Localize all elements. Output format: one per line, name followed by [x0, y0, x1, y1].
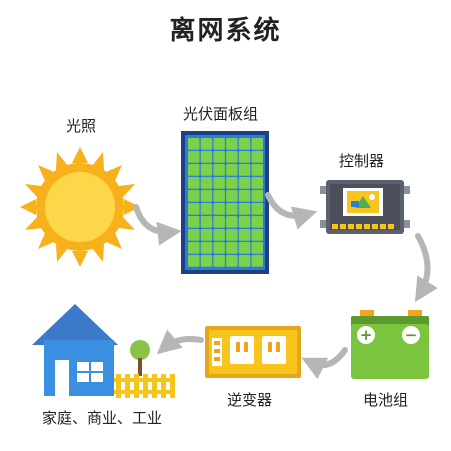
solar-cell — [251, 151, 263, 163]
solar-cell — [188, 229, 200, 241]
solar-cell — [226, 151, 238, 163]
solar-cell — [200, 203, 213, 215]
solar-cell — [213, 138, 225, 150]
solar-cell — [251, 255, 263, 267]
diagram-title: 离网系统 — [169, 16, 282, 46]
arrow-sun-to-panel — [133, 204, 182, 246]
solar-cell — [213, 229, 225, 241]
solar-cell — [251, 164, 263, 176]
solar-cell — [238, 216, 251, 228]
solar-cell — [213, 151, 225, 163]
solar-panel-icon — [181, 131, 269, 274]
battery-icon: + − — [351, 310, 429, 379]
solar-cell — [226, 216, 238, 228]
solar-cell — [188, 164, 200, 176]
solar-cell — [251, 216, 263, 228]
solar-cell — [238, 164, 251, 176]
solar-panel-label: 光伏面板组 — [183, 105, 259, 123]
solar-cell — [200, 151, 213, 163]
solar-cell — [213, 255, 225, 267]
solar-cell — [200, 164, 213, 176]
house-icon — [32, 304, 175, 398]
solar-cell — [238, 255, 251, 267]
home-label: 家庭、商业、工业 — [42, 409, 163, 427]
arrow-battery-to-inverter — [301, 347, 348, 380]
solar-cell — [226, 242, 238, 254]
solar-cell — [251, 242, 263, 254]
solar-cell — [238, 229, 251, 241]
solar-cell — [200, 229, 213, 241]
solar-cell — [226, 229, 238, 241]
solar-cell — [238, 242, 251, 254]
solar-cell — [213, 216, 225, 228]
solar-cell — [213, 203, 225, 215]
solar-cell — [188, 177, 200, 189]
solar-cell — [251, 190, 263, 202]
arrow-controller-to-battery — [414, 233, 438, 303]
solar-cell — [226, 190, 238, 202]
solar-cell — [200, 242, 213, 254]
solar-cell — [226, 177, 238, 189]
solar-cell — [238, 203, 251, 215]
inverter-icon — [205, 326, 301, 378]
solar-cell — [213, 190, 225, 202]
arrow-panel-to-controller — [265, 192, 318, 230]
battery-label: 电池组 — [363, 391, 409, 409]
solar-cell — [238, 151, 251, 163]
sunlight-label: 光照 — [66, 117, 97, 135]
solar-cell — [200, 138, 213, 150]
solar-cell — [188, 255, 200, 267]
solar-cell — [226, 203, 238, 215]
solar-cell — [226, 164, 238, 176]
solar-cell — [188, 216, 200, 228]
solar-cell — [213, 177, 225, 189]
solar-cell — [200, 255, 213, 267]
solar-cell — [200, 190, 213, 202]
svg-text:−: − — [405, 326, 418, 344]
solar-cell — [188, 138, 200, 150]
solar-cell — [188, 151, 200, 163]
solar-cell — [213, 242, 225, 254]
solar-cell — [251, 177, 263, 189]
solar-cell — [226, 138, 238, 150]
svg-text:+: + — [360, 326, 373, 344]
solar-cell — [200, 177, 213, 189]
controller-icon — [320, 180, 410, 234]
controller-label: 控制器 — [339, 152, 385, 170]
solar-cell — [188, 190, 200, 202]
solar-cell — [238, 138, 251, 150]
arrow-inverter-to-home — [156, 329, 204, 355]
solar-cell — [238, 190, 251, 202]
solar-cell — [251, 229, 263, 241]
sun-icon — [20, 147, 140, 267]
solar-cell — [251, 203, 263, 215]
solar-cell — [238, 177, 251, 189]
solar-cell — [188, 242, 200, 254]
solar-cell — [213, 164, 225, 176]
inverter-label: 逆变器 — [227, 391, 273, 409]
solar-cell — [251, 138, 263, 150]
solar-cell — [226, 255, 238, 267]
solar-cell — [200, 216, 213, 228]
solar-cell — [188, 203, 200, 215]
